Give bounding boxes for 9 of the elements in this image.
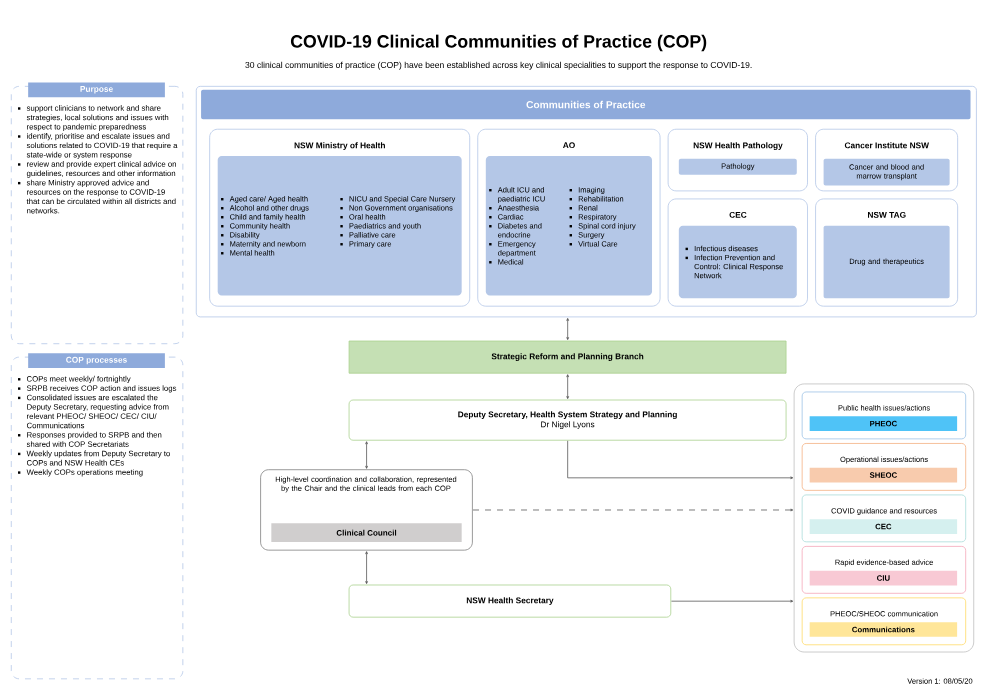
arrow <box>365 441 368 469</box>
arrow <box>567 440 794 480</box>
arrow <box>365 551 368 585</box>
slide-title: COVID-19 Clinical Communities of Practice (COP) <box>290 34 707 52</box>
advice-panel <box>793 383 975 653</box>
arrow <box>472 508 794 512</box>
arrow <box>671 599 794 603</box>
arrow <box>566 318 569 341</box>
arrow <box>566 374 569 400</box>
